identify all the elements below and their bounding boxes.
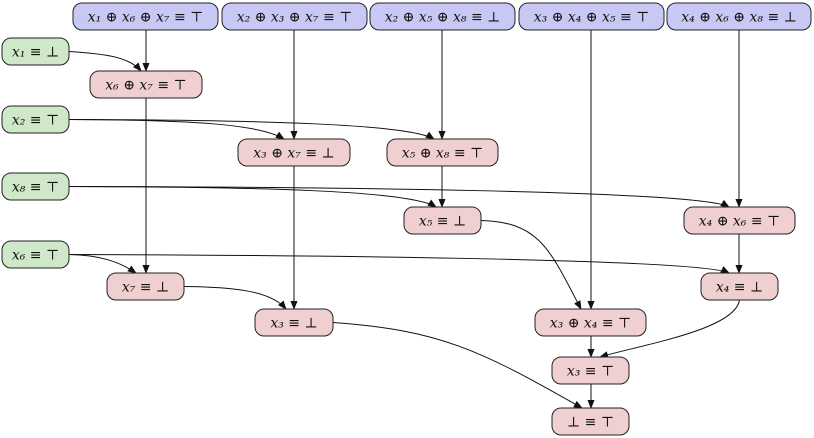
edge-x7-to-x3-left <box>183 286 287 310</box>
edge-x8-to-x5 <box>68 186 437 208</box>
node-xor-3-4: x₃ ⊕ x₄ ≡ ⊤ <box>534 308 647 337</box>
node-x3-right: x₃ ≡ ⊤ <box>551 356 630 385</box>
node-xor-2-5-8: x₂ ⊕ x₅ ⊕ x₈ ≡ ⊥ <box>369 2 516 31</box>
edge-x3-left-to-contradiction <box>332 322 583 409</box>
edge-x2-to-xor-3-7 <box>68 119 285 140</box>
node-box <box>106 272 185 301</box>
node-label: x₈ ≡ ⊤ <box>12 180 59 196</box>
node-label: x₂ ⊕ x₃ ⊕ x₇ ≡ ⊤ <box>237 10 353 26</box>
node-label: x₃ ≡ ⊥ <box>270 316 317 332</box>
node-label: x₁ ≡ ⊥ <box>12 45 59 61</box>
node-box <box>386 138 499 167</box>
node-label: x₁ ⊕ x₆ ⊕ x₇ ≡ ⊤ <box>88 10 204 26</box>
node-xor-3-4-5: x₃ ⊕ x₄ ⊕ x₅ ≡ ⊤ <box>518 2 665 31</box>
node-box <box>534 308 647 337</box>
node-box <box>1 240 70 269</box>
node-xor-6-7: x₆ ⊕ x₇ ≡ ⊤ <box>89 70 203 99</box>
node-label: x₃ ≡ ⊤ <box>567 364 614 380</box>
node-label: x₂ ≡ ⊤ <box>12 113 59 129</box>
node-box <box>369 2 516 31</box>
node-xor-3-7: x₃ ⊕ x₇ ≡ ⊥ <box>237 138 351 167</box>
node-label: x₅ ≡ ⊥ <box>419 214 466 230</box>
node-xor-2-3-7: x₂ ⊕ x₃ ⊕ x₇ ≡ ⊤ <box>221 2 368 31</box>
node-box <box>237 138 351 167</box>
node-xor-1-6-7: x₁ ⊕ x₆ ⊕ x₇ ≡ ⊤ <box>72 2 219 31</box>
node-label: x₃ ⊕ x₄ ≡ ⊤ <box>550 316 631 332</box>
node-x6: x₆ ≡ ⊤ <box>1 240 70 269</box>
node-box <box>551 356 630 385</box>
edge-x6-to-x4 <box>68 254 730 274</box>
node-box <box>551 407 630 436</box>
node-x8: x₈ ≡ ⊤ <box>1 172 70 201</box>
node-label: ⊥ ≡ ⊤ <box>567 415 614 431</box>
node-box <box>518 2 665 31</box>
edges-layer <box>68 30 743 409</box>
node-xor-4-6-8: x₄ ⊕ x₆ ⊕ x₈ ≡ ⊥ <box>666 2 812 31</box>
node-label: x₂ ⊕ x₅ ⊕ x₈ ≡ ⊥ <box>385 10 501 26</box>
node-box <box>1 172 70 201</box>
node-box <box>221 2 368 31</box>
node-box <box>683 206 796 235</box>
node-x5: x₅ ≡ ⊥ <box>403 206 482 235</box>
node-label: x₄ ≡ ⊥ <box>716 280 763 296</box>
node-xor-4-6: x₄ ⊕ x₆ ≡ ⊤ <box>683 206 796 235</box>
node-x1: x₁ ≡ ⊥ <box>1 37 70 66</box>
node-box <box>254 308 334 337</box>
node-box <box>1 105 70 134</box>
node-x2: x₂ ≡ ⊤ <box>1 105 70 134</box>
node-contradiction: ⊥ ≡ ⊤ <box>551 407 630 436</box>
node-label: x₄ ⊕ x₆ ⊕ x₈ ≡ ⊥ <box>681 10 797 26</box>
node-x3-left: x₃ ≡ ⊥ <box>254 308 334 337</box>
edge-x6-to-x7 <box>68 254 137 274</box>
edge-x1-to-xor-6-7 <box>68 51 142 72</box>
node-box <box>89 70 203 99</box>
node-label: x₄ ⊕ x₆ ≡ ⊤ <box>699 214 780 230</box>
node-label: x₆ ≡ ⊤ <box>12 248 59 264</box>
node-label: x₃ ⊕ x₇ ≡ ⊥ <box>253 146 334 162</box>
node-xor-5-8: x₅ ⊕ x₈ ≡ ⊤ <box>386 138 499 167</box>
node-x7: x₇ ≡ ⊥ <box>106 272 185 301</box>
node-box <box>72 2 219 31</box>
edge-x8-to-xor-4-6 <box>68 186 730 208</box>
edge-x5-to-xor-3-4 <box>480 220 582 310</box>
node-label: x₃ ⊕ x₄ ⊕ x₅ ≡ ⊤ <box>534 10 650 26</box>
edge-x2-to-xor-5-8 <box>68 119 435 140</box>
node-box <box>700 272 779 301</box>
node-box <box>1 37 70 66</box>
node-box <box>403 206 482 235</box>
node-x4: x₄ ≡ ⊥ <box>700 272 779 301</box>
node-label: x₇ ≡ ⊥ <box>122 280 169 296</box>
edge-x4-to-x3-right <box>599 299 740 359</box>
node-label: x₅ ⊕ x₈ ≡ ⊤ <box>402 146 483 162</box>
node-label: x₆ ⊕ x₇ ≡ ⊤ <box>105 78 186 94</box>
node-box <box>666 2 812 31</box>
